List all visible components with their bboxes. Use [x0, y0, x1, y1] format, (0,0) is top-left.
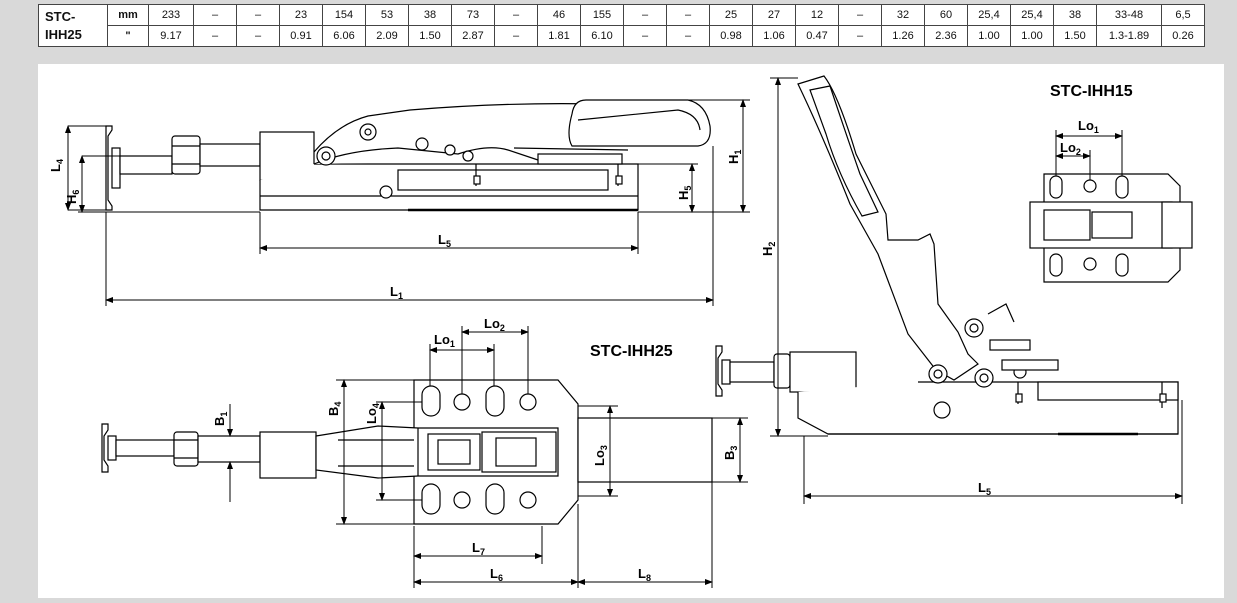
value-cell: 12: [795, 4, 839, 26]
value-cell: –: [193, 4, 237, 26]
dim-label-L7: L7: [472, 540, 485, 557]
value-cell: 27: [752, 4, 796, 26]
value-cell: –: [193, 25, 237, 47]
right-view-labels: STC-IHH15 H2 L5 Lo1 Lo2: [760, 83, 1133, 497]
dim-label-L8: L8: [638, 566, 651, 583]
value-cell: 2.36: [924, 25, 968, 47]
value-cell: 53: [365, 4, 409, 26]
table-row: " 9.17 – – 0.91 6.06 2.09 1.50 2.87 – 1.…: [39, 25, 1205, 47]
value-cell: 9.17: [148, 25, 194, 47]
value-cell: 1.00: [967, 25, 1011, 47]
value-cell: 1.50: [408, 25, 452, 47]
unit-cell: ": [107, 25, 149, 47]
side-view: [105, 99, 711, 212]
value-cell: 0.47: [795, 25, 839, 47]
value-cell: –: [838, 4, 882, 26]
dim-label-B3: B3: [722, 446, 739, 460]
value-cell: –: [494, 4, 538, 26]
value-cell: 154: [322, 4, 366, 26]
dim-label-L5: L5: [438, 232, 451, 249]
dim-label-H6: H6: [64, 190, 81, 204]
technical-drawing: L4 H6 H1 H5 L5 L1: [48, 75, 1193, 588]
dim-label-Lo4: Lo4: [364, 403, 381, 424]
value-cell: 1.00: [1010, 25, 1054, 47]
value-cell: –: [838, 25, 882, 47]
value-cell: 6,5: [1161, 4, 1205, 26]
value-cell: –: [666, 25, 710, 47]
model-cell: STC- IHH25: [38, 4, 108, 47]
value-cell: 38: [1053, 4, 1097, 26]
value-cell: 1.26: [881, 25, 925, 47]
value-cell: 0.98: [709, 25, 753, 47]
dim-label-B1: B1: [212, 412, 229, 426]
dim-label-B4: B4: [326, 402, 343, 416]
dim-label-H1: H1: [726, 150, 743, 164]
dim-label-Lo3: Lo3: [592, 445, 609, 466]
dim-label-Lo2-right: Lo2: [1060, 140, 1081, 157]
value-cell: 46: [537, 4, 581, 26]
dim-label-Lo1: Lo1: [434, 332, 455, 349]
value-cell: 2.09: [365, 25, 409, 47]
value-cell: 1.81: [537, 25, 581, 47]
value-cell: 25,4: [1010, 4, 1054, 26]
unit-cell: mm: [107, 4, 149, 26]
value-cell: 2.87: [451, 25, 495, 47]
drawing-panel: L4 H6 H1 H5 L5 L1: [38, 64, 1224, 598]
value-cell: –: [236, 25, 280, 47]
dim-label-H2: H2: [760, 242, 777, 256]
value-cell: 60: [924, 4, 968, 26]
spec-table: STC- IHH25 mm 233 – – 23 154 53 38 73 – …: [38, 4, 1205, 47]
top-view-labels: STC-IHH25 Lo1 Lo2 Lo4 B4 B1 Lo3 B3 L7 L6…: [212, 316, 739, 583]
top-view-dimensions: [227, 326, 748, 588]
value-cell: 38: [408, 4, 452, 26]
value-cell: –: [666, 4, 710, 26]
value-cell: 73: [451, 4, 495, 26]
right-view: [715, 75, 1193, 436]
side-view-dimensions: [65, 99, 750, 306]
view-title-STC-IHH25: STC-IHH25: [590, 343, 673, 360]
value-cell: 233: [148, 4, 194, 26]
dim-label-H5: H5: [676, 186, 693, 200]
value-cell: 25,4: [967, 4, 1011, 26]
value-cell: –: [236, 4, 280, 26]
dim-label-Lo2: Lo2: [484, 316, 505, 333]
value-cell: 155: [580, 4, 624, 26]
dim-label-L6: L6: [490, 566, 503, 583]
value-cell: –: [623, 25, 667, 47]
value-cell: 0.26: [1161, 25, 1205, 47]
value-cell: –: [494, 25, 538, 47]
dim-label-L1: L1: [390, 284, 403, 301]
value-cell: –: [623, 4, 667, 26]
view-title-STC-IHH15: STC-IHH15: [1050, 83, 1133, 100]
value-cell: 0.91: [279, 25, 323, 47]
model-name: STC- IHH25: [45, 8, 82, 42]
right-view-dimensions: [770, 77, 1183, 504]
value-cell: 33-48: [1096, 4, 1162, 26]
dim-label-L4: L4: [48, 159, 65, 172]
value-cell: 32: [881, 4, 925, 26]
table-row: STC- IHH25 mm 233 – – 23 154 53 38 73 – …: [38, 4, 1205, 47]
top-view: [101, 379, 713, 525]
value-cell: 25: [709, 4, 753, 26]
value-cell: 6.06: [322, 25, 366, 47]
dim-label-Lo1-right: Lo1: [1078, 118, 1099, 135]
value-cell: 1.50: [1053, 25, 1097, 47]
dim-label-L5-right: L5: [978, 480, 991, 497]
value-cell: 1.06: [752, 25, 796, 47]
side-view-labels: L4 H6 H1 H5 L5 L1: [48, 150, 743, 301]
value-cell: 1.3-1.89: [1096, 25, 1162, 47]
value-cell: 23: [279, 4, 323, 26]
value-cell: 6.10: [580, 25, 624, 47]
